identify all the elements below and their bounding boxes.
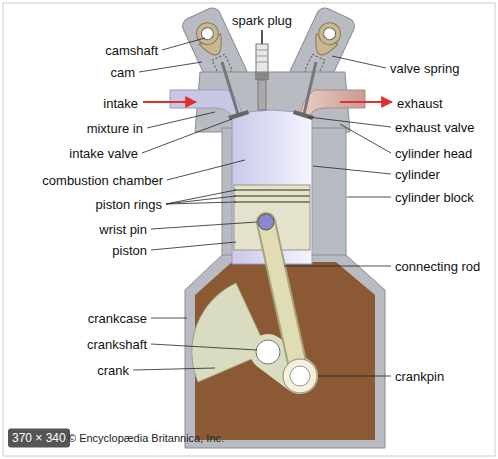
intake-valve-head	[228, 110, 249, 120]
exhaust-valve-stem	[304, 62, 316, 114]
part-label: cam	[110, 65, 135, 80]
part-label: crankpin	[395, 369, 444, 384]
part-label: combustion chamber	[42, 173, 163, 188]
part-label: mixture in	[87, 121, 143, 136]
part-label: crankcase	[88, 311, 147, 326]
crankpin-bore	[290, 366, 310, 386]
exhaust-arrow	[340, 101, 392, 103]
part-label: camshaft	[105, 43, 158, 58]
flow-label: intake	[103, 96, 138, 111]
part-label: cylinder block	[395, 190, 474, 205]
part-label: intake valve	[69, 146, 138, 161]
crank	[192, 283, 268, 382]
part-label: valve spring	[390, 61, 459, 76]
part-label: cylinder head	[395, 146, 472, 161]
crankshaft	[256, 340, 280, 364]
intake-valve-stem	[222, 62, 238, 114]
spark-plug	[255, 30, 269, 110]
exhaust-valve-head	[293, 110, 314, 120]
part-label: wrist pin	[99, 222, 147, 237]
part-label: piston	[112, 243, 147, 258]
part-label: connecting rod	[395, 259, 480, 274]
part-label: crank	[97, 363, 129, 378]
flow-label: exhaust	[397, 96, 443, 111]
wrist-pin	[258, 214, 274, 230]
part-label: exhaust valve	[395, 120, 475, 135]
part-label: piston rings	[96, 197, 162, 212]
intake-arrow	[143, 101, 196, 103]
copyright-note: © Encyclopædia Britannica, Inc.	[68, 431, 224, 446]
frame	[3, 3, 495, 456]
part-label: crankshaft	[87, 337, 147, 352]
leader-lines	[133, 38, 391, 376]
part-label: cylinder	[395, 167, 440, 182]
crankpin	[283, 359, 317, 393]
size-badge: 370 × 340	[8, 429, 70, 448]
part-label: spark plug	[232, 13, 292, 28]
